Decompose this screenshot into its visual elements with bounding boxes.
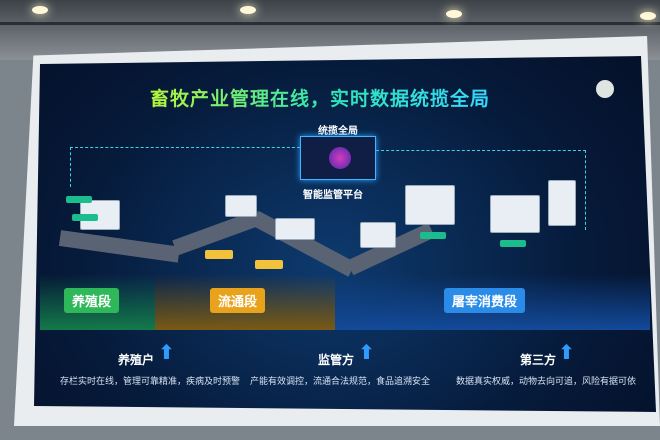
stage-slaughter-consumption: 屠宰消费段: [444, 288, 526, 313]
up-arrow-icon: ⬆: [558, 340, 575, 364]
dashboard-monitor: [300, 136, 376, 180]
truck: [360, 222, 396, 248]
ceiling-lamp: [240, 6, 256, 14]
info-tag: [420, 232, 446, 239]
truck: [225, 195, 257, 217]
logo: [596, 80, 614, 98]
stakeholder-farmer: 养殖户: [118, 353, 155, 367]
processing-plant: [490, 195, 540, 233]
ceiling-truss: [0, 22, 660, 25]
screen-title: 畜牧产业管理在线，实时数据统揽全局: [150, 84, 490, 111]
info-tag: [255, 260, 283, 269]
road: [58, 230, 180, 263]
dashboard-graphic: [329, 147, 351, 169]
info-tag: [500, 240, 526, 247]
stakeholder-regulator-desc: 产能有效调控，流通合法规范，食品追溯安全: [250, 377, 431, 387]
ceiling-lamp: [446, 10, 462, 18]
up-arrow-icon: ⬆: [158, 340, 175, 364]
stage-circulation: 流通段: [210, 288, 266, 313]
data-link-line: [376, 150, 586, 230]
stage-breeding: 养殖段: [64, 288, 120, 313]
truck: [275, 218, 315, 240]
ceiling-lamp: [32, 6, 48, 14]
stakeholder-third-party-desc: 数据真实权威，动物去向可追，风险有据可依: [456, 377, 637, 387]
ceiling-lamp: [640, 12, 656, 20]
stakeholder-farmer-desc: 存栏实时在线，管理可靠精准，疾病及时预警: [60, 377, 241, 387]
info-tag: [72, 214, 98, 221]
info-tag: [205, 250, 233, 259]
slaughterhouse: [405, 185, 455, 225]
up-arrow-icon: ⬆: [358, 340, 375, 364]
market-stall: [548, 180, 576, 226]
platform-label: 智能监管平台: [303, 190, 363, 201]
stakeholder-regulator: 监管方: [318, 353, 355, 367]
data-link-line: [70, 147, 300, 187]
overview-label: 统揽全局: [318, 126, 358, 137]
stakeholder-third-party: 第三方: [520, 353, 557, 367]
info-tag: [66, 196, 92, 203]
